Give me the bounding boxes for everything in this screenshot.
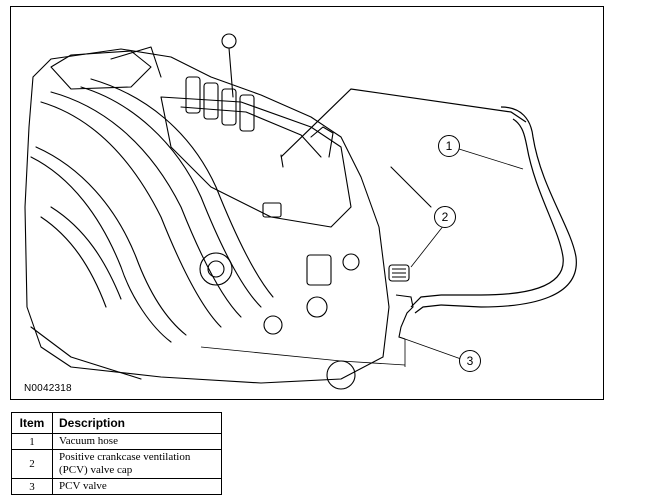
legend-table: Item Description 1 Vacuum hose 2 Positiv… <box>11 412 222 495</box>
legend-item-number: 1 <box>11 433 53 450</box>
legend-item-description: Positive crankcase ventilation (PCV) val… <box>52 449 222 479</box>
legend-item-number: 3 <box>11 478 53 495</box>
legend-header-item: Item <box>11 412 53 434</box>
callout-1: 1 <box>438 135 460 157</box>
table-row: 2 Positive crankcase ventilation (PCV) v… <box>11 449 222 479</box>
engine-diagram: 1 2 3 N0042318 <box>10 6 604 400</box>
engine-line-art <box>24 33 577 390</box>
legend-item-number: 2 <box>11 449 53 479</box>
callout-3: 3 <box>459 350 481 372</box>
legend-item-description: Vacuum hose <box>52 433 222 450</box>
table-row: 3 PCV valve <box>11 478 222 495</box>
callout-2: 2 <box>434 206 456 228</box>
legend-header-description: Description <box>52 412 222 434</box>
legend-item-description: PCV valve <box>52 478 222 495</box>
legend-header-row: Item Description <box>11 412 222 434</box>
table-row: 1 Vacuum hose <box>11 433 222 450</box>
figure-id-label: N0042318 <box>24 383 72 394</box>
